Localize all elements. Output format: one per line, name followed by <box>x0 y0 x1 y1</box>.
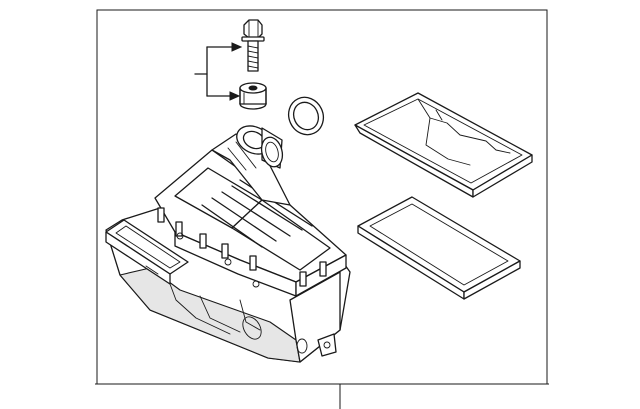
bolt-icon <box>241 19 265 72</box>
filter-icon <box>357 196 521 300</box>
grommet-icon <box>239 82 267 110</box>
diagram-frame <box>95 9 549 409</box>
callout-bracket <box>194 42 243 101</box>
cover-icon <box>354 92 533 198</box>
seal-ring-icon <box>287 96 325 136</box>
housing-icon <box>105 125 351 363</box>
latch-icon <box>157 207 327 287</box>
